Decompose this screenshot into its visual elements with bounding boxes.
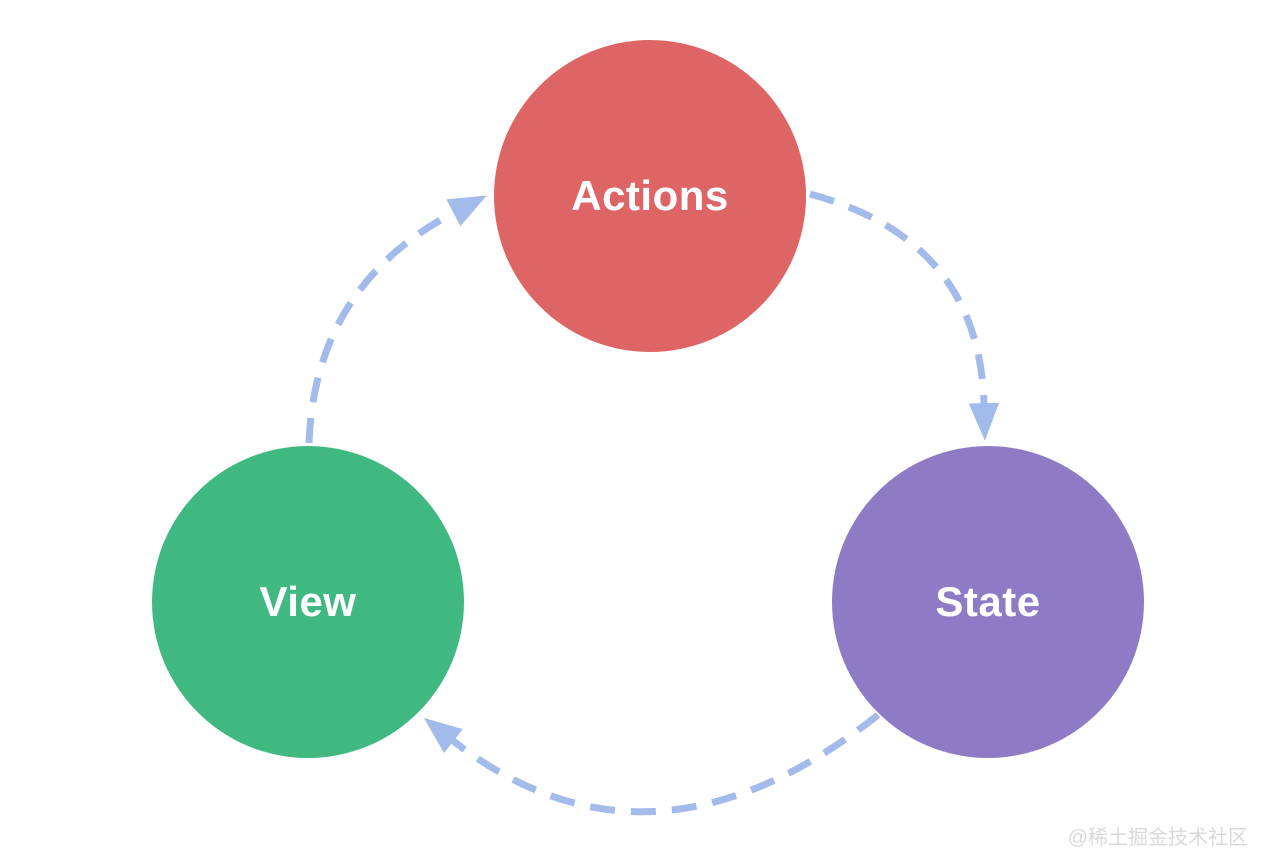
node-view-label: View: [259, 578, 357, 625]
node-view: View: [152, 446, 464, 758]
edge-actions-to-state: [809, 190, 1000, 441]
edge-state-to-view: [423, 712, 881, 816]
node-actions-label: Actions: [571, 172, 729, 219]
node-state: State: [832, 446, 1144, 758]
node-state-label: State: [935, 578, 1041, 625]
watermark: @稀土掘金技术社区: [1067, 827, 1248, 849]
node-actions: Actions: [494, 40, 806, 352]
edge-view-to-actions: [305, 195, 487, 444]
